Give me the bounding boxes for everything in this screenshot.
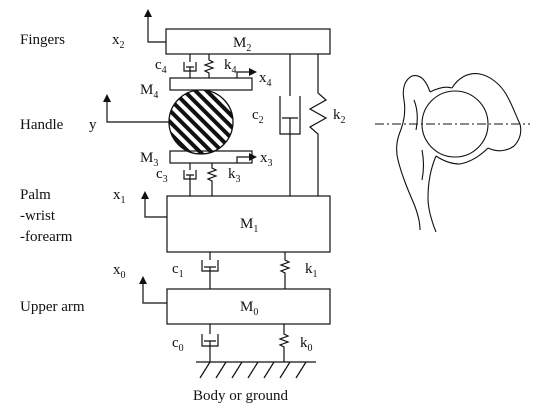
mass-m1-label: M1 xyxy=(240,216,258,235)
damper-c0 xyxy=(201,324,219,362)
mass-m1-block xyxy=(166,195,331,253)
mass-m4-label: M4 xyxy=(140,82,158,101)
c1-label: c1 xyxy=(172,261,184,280)
x3-arrow xyxy=(236,156,251,163)
k0-label: k0 xyxy=(300,335,313,354)
handle-circle xyxy=(168,89,234,155)
k3-label: k3 xyxy=(228,166,241,185)
spring-k2 xyxy=(308,54,328,196)
mass-m0-block xyxy=(166,288,331,325)
hand-grip-sketch xyxy=(375,73,530,233)
x3-label: x3 xyxy=(260,150,273,169)
x0-arrowhead xyxy=(139,276,147,284)
damper-c2 xyxy=(279,54,301,196)
c4-label: c4 xyxy=(155,57,167,76)
x3-arrowhead xyxy=(249,153,257,161)
x1-label: x1 xyxy=(113,187,126,206)
mass-m2-label: M2 xyxy=(233,35,251,54)
x4-arrowhead xyxy=(249,68,257,76)
x4-arrow xyxy=(236,71,251,78)
spring-k1 xyxy=(279,252,291,289)
x1-arrow xyxy=(144,197,167,218)
x0-label: x0 xyxy=(113,262,126,281)
damper-c1 xyxy=(201,252,219,289)
spring-k4 xyxy=(203,54,215,78)
k1-label: k1 xyxy=(305,261,318,280)
x2-arrow xyxy=(147,14,166,43)
damper-c3 xyxy=(183,163,197,196)
k2-label: k2 xyxy=(333,107,346,126)
x2-arrowhead xyxy=(144,9,152,17)
y-label: y xyxy=(89,117,97,133)
x0-arrow xyxy=(142,282,167,304)
palm-label: Palm xyxy=(20,187,51,203)
mass-m3-label: M3 xyxy=(140,150,158,169)
fingers-label: Fingers xyxy=(20,32,65,48)
c3-label: c3 xyxy=(156,166,168,185)
mass-m0-label: M0 xyxy=(240,299,258,318)
wrist-label: -wrist xyxy=(20,208,56,224)
forearm-label: -forearm xyxy=(20,229,73,245)
upper-arm-label: Upper arm xyxy=(20,299,85,315)
spring-k3 xyxy=(206,163,218,196)
c2-label: c2 xyxy=(252,107,264,126)
ground-label: Body or ground xyxy=(193,388,288,404)
x1-arrowhead xyxy=(141,191,149,199)
handle-label: Handle xyxy=(20,117,64,133)
mass-m4-block xyxy=(169,77,253,91)
c0-label: c0 xyxy=(172,335,184,354)
y-arrowhead xyxy=(103,94,111,102)
damper-c4 xyxy=(183,54,197,78)
x4-label: x4 xyxy=(259,70,272,89)
k4-label: k4 xyxy=(224,57,237,76)
ground-hatch xyxy=(199,361,307,379)
x2-label: x2 xyxy=(112,32,125,51)
y-arrow xyxy=(106,100,169,123)
spring-k0 xyxy=(278,324,290,362)
